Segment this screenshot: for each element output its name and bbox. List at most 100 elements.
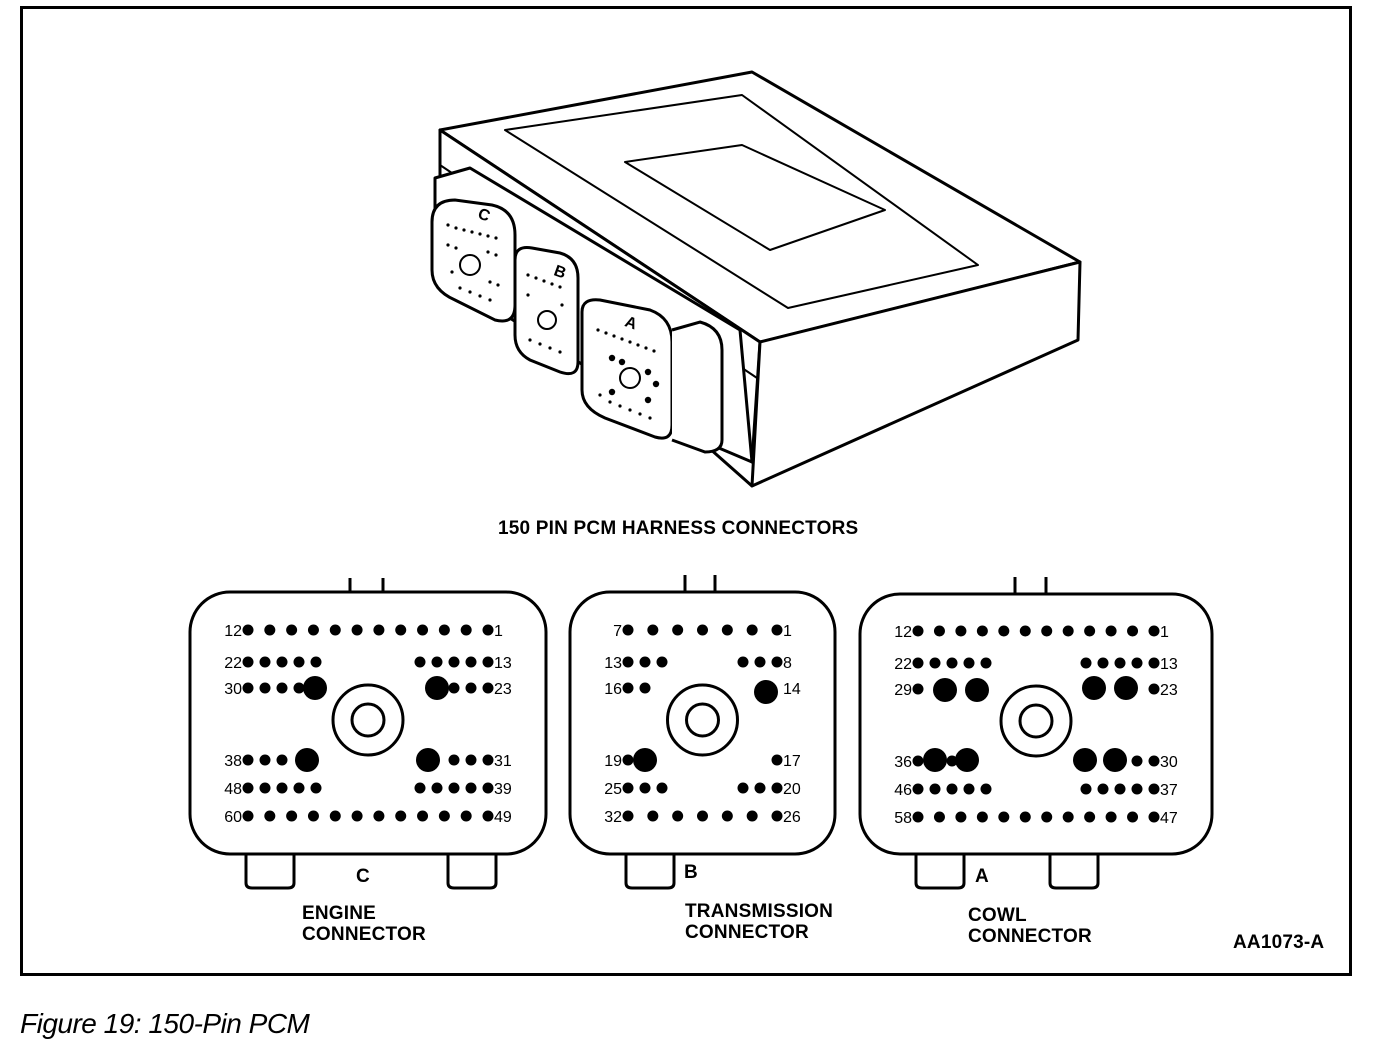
pin bbox=[639, 782, 651, 794]
pin bbox=[1105, 625, 1117, 637]
pin bbox=[656, 782, 668, 794]
pin bbox=[395, 624, 407, 636]
pin bbox=[264, 624, 276, 636]
connector-foot bbox=[1048, 853, 1100, 890]
pin bbox=[482, 656, 494, 668]
pin-number-left: 38 bbox=[224, 753, 242, 770]
pin bbox=[1084, 625, 1096, 637]
pin bbox=[1080, 783, 1092, 795]
pin bbox=[465, 656, 477, 668]
center-boss-inner bbox=[350, 702, 386, 738]
pin bbox=[672, 624, 684, 636]
pin bbox=[1105, 811, 1117, 823]
cowl-connector-label-line2: CONNECTOR bbox=[968, 926, 1092, 947]
pin bbox=[395, 810, 407, 822]
pin bbox=[351, 624, 363, 636]
pin bbox=[622, 624, 634, 636]
pin bbox=[448, 682, 460, 694]
pin bbox=[754, 782, 766, 794]
pin bbox=[482, 782, 494, 794]
pin bbox=[1148, 683, 1160, 695]
pin bbox=[771, 754, 783, 766]
engine-connector-letter: C bbox=[356, 866, 370, 887]
connector-foot bbox=[914, 853, 966, 890]
pin bbox=[721, 624, 733, 636]
pin bbox=[1148, 755, 1160, 767]
pin bbox=[647, 810, 659, 822]
large-pin bbox=[965, 678, 989, 702]
pin bbox=[1127, 625, 1139, 637]
transmission-connector-label-line2: CONNECTOR bbox=[685, 922, 809, 943]
pin-number-right: 39 bbox=[494, 781, 512, 798]
pin bbox=[329, 624, 341, 636]
pin bbox=[1148, 783, 1160, 795]
pin bbox=[286, 624, 298, 636]
pin-number-left: 29 bbox=[894, 682, 912, 699]
pin-number-right: 23 bbox=[1160, 682, 1178, 699]
pin-number-right: 49 bbox=[494, 809, 512, 826]
pin bbox=[310, 656, 322, 668]
pin-number-right: 1 bbox=[783, 623, 792, 640]
diagram-title: 150 PIN PCM HARNESS CONNECTORS bbox=[498, 518, 859, 539]
pin bbox=[737, 782, 749, 794]
center-boss-inner bbox=[1018, 703, 1054, 739]
pin bbox=[482, 754, 494, 766]
pin bbox=[622, 754, 634, 766]
pin bbox=[460, 624, 472, 636]
large-pin bbox=[1073, 748, 1097, 772]
pin-number-right: 30 bbox=[1160, 754, 1178, 771]
pin bbox=[259, 754, 271, 766]
pin bbox=[998, 811, 1010, 823]
pin bbox=[647, 624, 659, 636]
pin bbox=[933, 625, 945, 637]
pin bbox=[329, 810, 341, 822]
pin bbox=[465, 782, 477, 794]
pin-number-right: 37 bbox=[1160, 782, 1178, 799]
large-pin bbox=[1103, 748, 1127, 772]
pin bbox=[963, 657, 975, 669]
pin bbox=[955, 811, 967, 823]
pin bbox=[482, 624, 494, 636]
pin-number-right: 23 bbox=[494, 681, 512, 698]
pin bbox=[721, 810, 733, 822]
pin bbox=[259, 682, 271, 694]
part-number: AA1073-A bbox=[1233, 932, 1325, 953]
pin bbox=[1097, 783, 1109, 795]
pin bbox=[622, 782, 634, 794]
pin-number-right: 1 bbox=[494, 623, 503, 640]
pin bbox=[293, 656, 305, 668]
pin bbox=[465, 682, 477, 694]
module-connector-c bbox=[430, 198, 517, 323]
pin-number-left: 12 bbox=[224, 623, 242, 640]
cowl-connector-letter: A bbox=[975, 866, 989, 887]
pin bbox=[1148, 625, 1160, 637]
pin-number-left: 60 bbox=[224, 809, 242, 826]
pin bbox=[771, 810, 783, 822]
pin-number-left: 32 bbox=[604, 809, 622, 826]
pin bbox=[307, 624, 319, 636]
pin bbox=[242, 810, 254, 822]
pin bbox=[310, 782, 322, 794]
pin bbox=[1131, 755, 1143, 767]
large-pin bbox=[1114, 676, 1138, 700]
pin bbox=[482, 810, 494, 822]
large-pin bbox=[416, 748, 440, 772]
pin bbox=[276, 656, 288, 668]
pin bbox=[438, 810, 450, 822]
pin bbox=[417, 810, 429, 822]
module-connector-a bbox=[580, 298, 724, 454]
pin bbox=[242, 624, 254, 636]
pin bbox=[460, 810, 472, 822]
pin bbox=[912, 783, 924, 795]
pin bbox=[946, 783, 958, 795]
pin bbox=[1131, 657, 1143, 669]
connector-foot bbox=[624, 853, 676, 890]
pin bbox=[976, 811, 988, 823]
pin-number-right: 17 bbox=[783, 753, 801, 770]
pin bbox=[912, 683, 924, 695]
pin bbox=[737, 656, 749, 668]
pin bbox=[448, 782, 460, 794]
large-pin bbox=[303, 676, 327, 700]
pin bbox=[264, 810, 276, 822]
